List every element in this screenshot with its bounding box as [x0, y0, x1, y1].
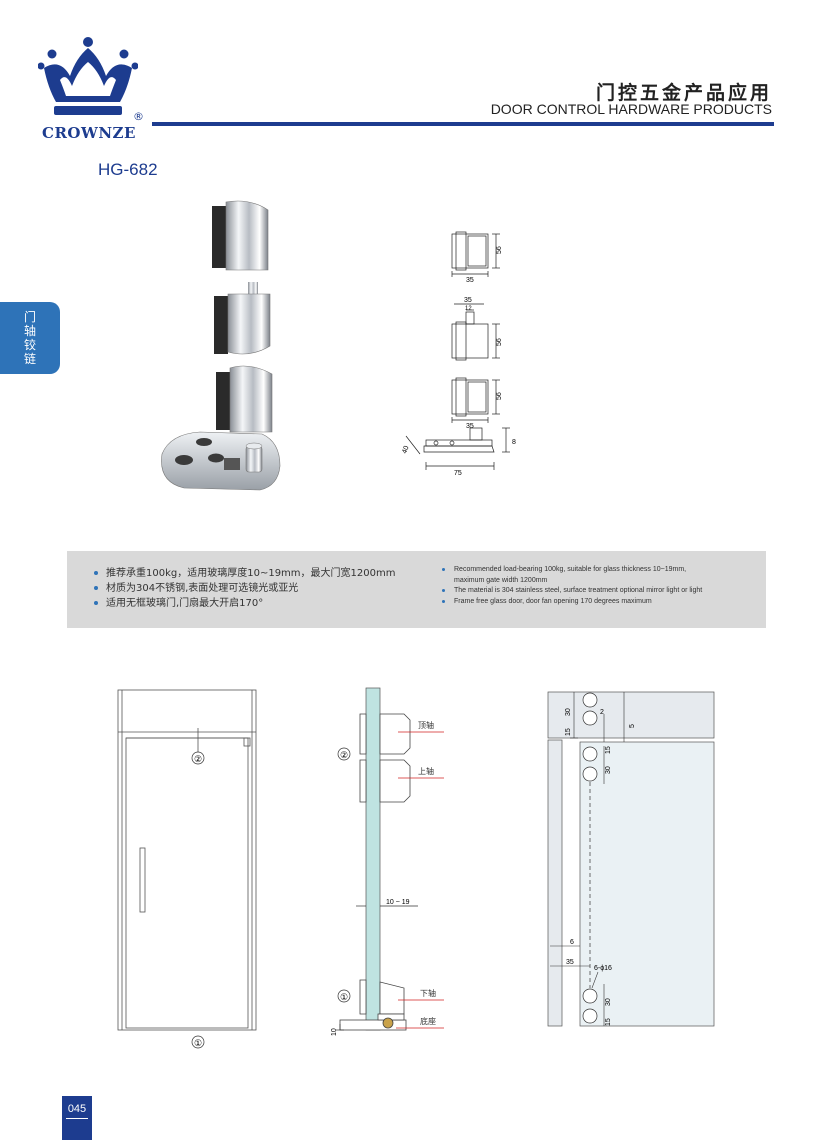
base-plate-photo — [161, 431, 281, 491]
dim-upper-width: 35 — [464, 297, 472, 304]
dim-base-height: 10 — [331, 1028, 338, 1036]
dim-top-width: 35 — [466, 277, 474, 284]
dim-base-width: 40 — [401, 445, 410, 455]
dim-upper-pin: 12 — [465, 306, 472, 312]
dim-lower-height: 56 — [496, 392, 503, 400]
product-photo — [161, 200, 281, 491]
label-base: 底座 — [420, 1016, 436, 1026]
spec-item-cn: 材质为304不锈钢,表面处理可选镜光或亚光 — [94, 581, 395, 596]
registered-mark: ® — [133, 110, 144, 123]
category-side-tab[interactable]: 门 轴 铰 链 — [0, 302, 60, 374]
header-divider — [152, 122, 774, 126]
dim-holes: 6-ϕ16 — [594, 965, 612, 972]
side-tab-char: 铰 — [23, 338, 36, 352]
spec-box — [67, 551, 766, 628]
dim-30-top: 30 — [565, 708, 572, 716]
spec-item-cn: 适用无框玻璃门,门扇最大开启170° — [94, 596, 395, 611]
dim-glass-thickness: 10 ~ 19 — [386, 899, 410, 906]
side-tab-char: 链 — [23, 352, 36, 366]
dim-15-top: 15 — [565, 728, 572, 736]
dim-5: 5 — [629, 724, 636, 728]
dim-15-bot: 15 — [605, 1018, 612, 1026]
spec-item-en: The material is 304 stainless steel, sur… — [442, 586, 702, 597]
dim-upper-height: 56 — [496, 338, 503, 346]
top-pivot-photo — [212, 200, 269, 271]
diagram2-marker-bottom: ① — [340, 992, 348, 1002]
side-tab-char: 门 — [23, 310, 36, 324]
header-title-en: DOOR CONTROL HARDWARE PRODUCTS — [490, 101, 772, 117]
diagram2-marker-top: ② — [340, 750, 348, 760]
dim-15-mid: 15 — [605, 746, 612, 754]
label-upper-pivot: 上轴 — [418, 766, 434, 776]
model-number: HG-682 — [98, 160, 158, 179]
spec-item-en: Recommended load-bearing 100kg, suitable… — [442, 565, 702, 576]
spec-list-en: Recommended load-bearing 100kg, suitable… — [442, 565, 702, 607]
dim-30-mid: 30 — [605, 766, 612, 774]
diagram1-marker-top: ② — [194, 754, 202, 764]
dim-top-height: 56 — [496, 246, 503, 254]
spec-item-cn: 推荐承重100kg，适用玻璃厚度10~19mm，最大门宽1200mm — [94, 566, 395, 581]
technical-drawing: 56 35 35 12 56 56 35 8 75 40 — [401, 231, 516, 477]
page-number: 045 — [67, 1103, 87, 1115]
spec-item-en-cont: maximum gate width 1200mm — [454, 576, 548, 584]
crown-logo-icon — [37, 36, 139, 124]
dim-base-length: 75 — [454, 470, 462, 477]
spec-item-en: Frame free glass door, door fan opening … — [442, 597, 702, 608]
lower-pivot-photo — [216, 365, 273, 433]
upper-pivot-photo — [214, 282, 271, 355]
dim-2: 2 — [600, 709, 604, 716]
glass-cutout-diagram: 30 15 2 5 15 30 6 35 6-ϕ16 30 15 — [547, 691, 715, 1027]
page-number-underline — [66, 1118, 88, 1119]
dim-base-height: 8 — [512, 439, 516, 446]
glass-section-diagram: ② ① 顶轴 上轴 下轴 底座 10 ~ 19 10 — [331, 687, 444, 1036]
side-tab-char: 轴 — [23, 324, 36, 338]
dim-30-bot: 30 — [605, 998, 612, 1006]
spec-list-cn: 推荐承重100kg，适用玻璃厚度10~19mm，最大门宽1200mm 材质为30… — [94, 566, 395, 611]
dim-6: 6 — [570, 939, 574, 946]
dim-35: 35 — [566, 959, 574, 966]
label-top-pivot: 顶轴 — [418, 720, 434, 730]
diagram1-marker-bottom: ① — [194, 1038, 202, 1048]
brand-name: CROWNZE — [42, 124, 136, 142]
header-title-cn: 门控五金产品应用 — [595, 82, 772, 104]
page-number-tab: 045 — [62, 1096, 92, 1140]
dim-lower-width: 35 — [466, 423, 474, 430]
label-lower-pivot: 下轴 — [420, 988, 436, 998]
door-elevation-diagram: ② ① — [117, 689, 257, 1049]
